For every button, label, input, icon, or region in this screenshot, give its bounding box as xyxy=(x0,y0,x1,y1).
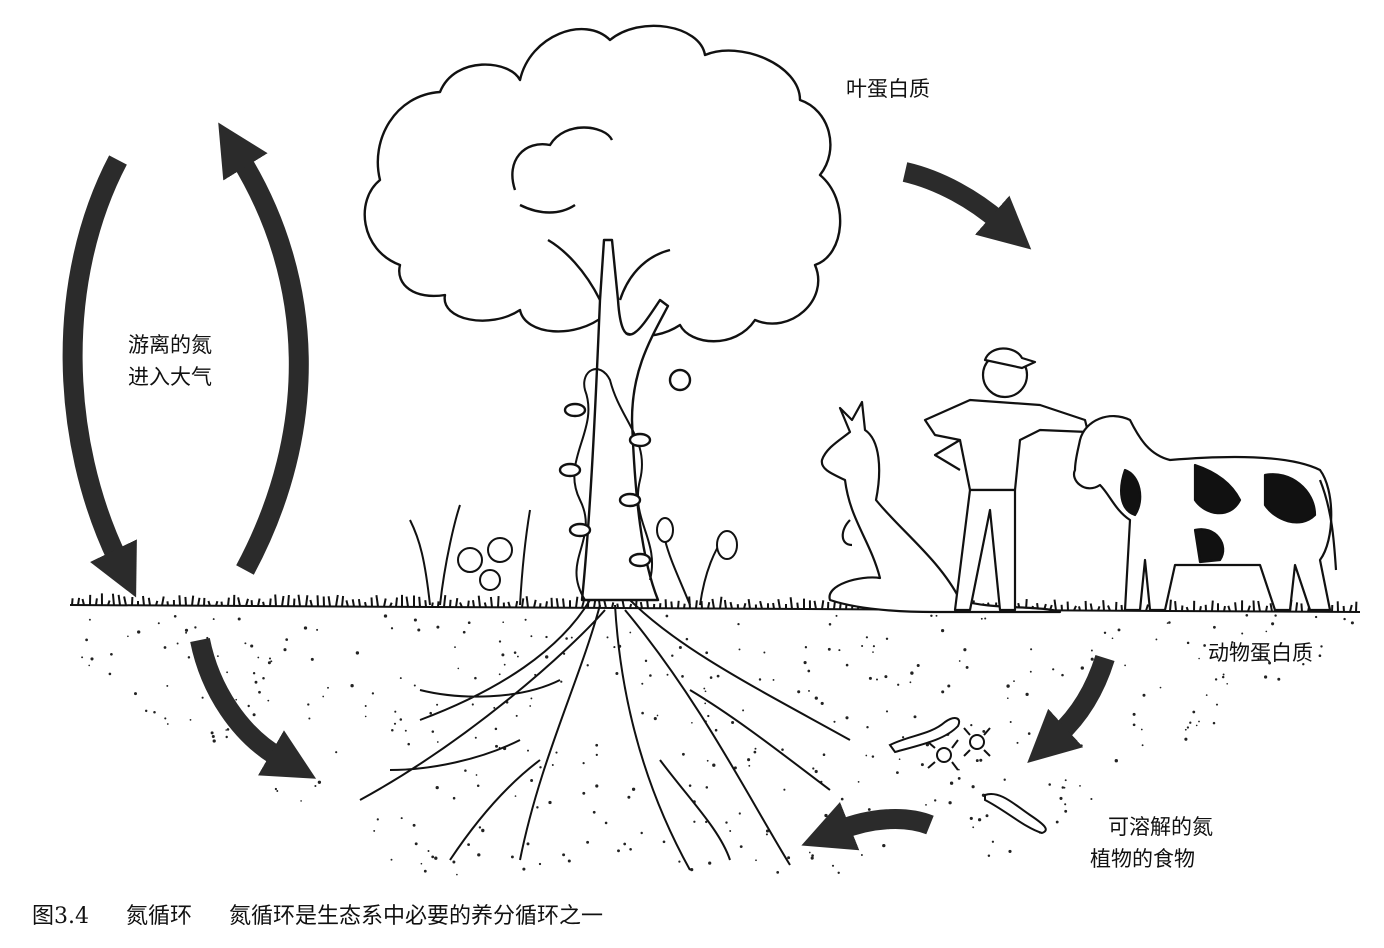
soil-organisms xyxy=(888,717,1047,835)
label-animal-protein: 动物蛋白质 xyxy=(1208,641,1313,665)
arrow-leaf-to-animal xyxy=(902,162,1032,250)
tree-illustration xyxy=(359,24,851,871)
label-free-nitrogen-line1: 游离的氮 xyxy=(128,333,212,357)
cow-illustration xyxy=(1072,415,1338,612)
label-free-nitrogen-line2: 进入大气 xyxy=(128,365,212,389)
figure-text: 氮循环是生态系中必要的养分循环之一 xyxy=(229,904,604,929)
arrow-soil-to-roots xyxy=(190,637,317,779)
arrow-left-up xyxy=(218,122,309,575)
label-leaf-protein: 叶蛋白质 xyxy=(846,77,930,101)
ground-plants xyxy=(409,504,738,606)
man-illustration xyxy=(923,347,1090,612)
kangaroo-illustration xyxy=(820,400,1062,614)
label-soluble-nitrogen-line1: 可溶解的氮 xyxy=(1108,815,1213,839)
label-soluble-nitrogen-line2: 植物的食物 xyxy=(1090,847,1195,871)
figure-title: 氮循环 xyxy=(126,904,193,929)
figure-number: 图3.4 xyxy=(32,904,89,929)
soil-speckle xyxy=(81,613,1354,876)
arrow-left-down xyxy=(62,155,137,598)
cycle-arrows xyxy=(62,122,1115,851)
arrow-animal-to-soil xyxy=(1027,654,1115,763)
figure-caption: 图3.4 氮循环 氮循环是生态系中必要的养分循环之一 xyxy=(32,902,633,932)
arrow-soluble-to-roots xyxy=(801,801,934,851)
